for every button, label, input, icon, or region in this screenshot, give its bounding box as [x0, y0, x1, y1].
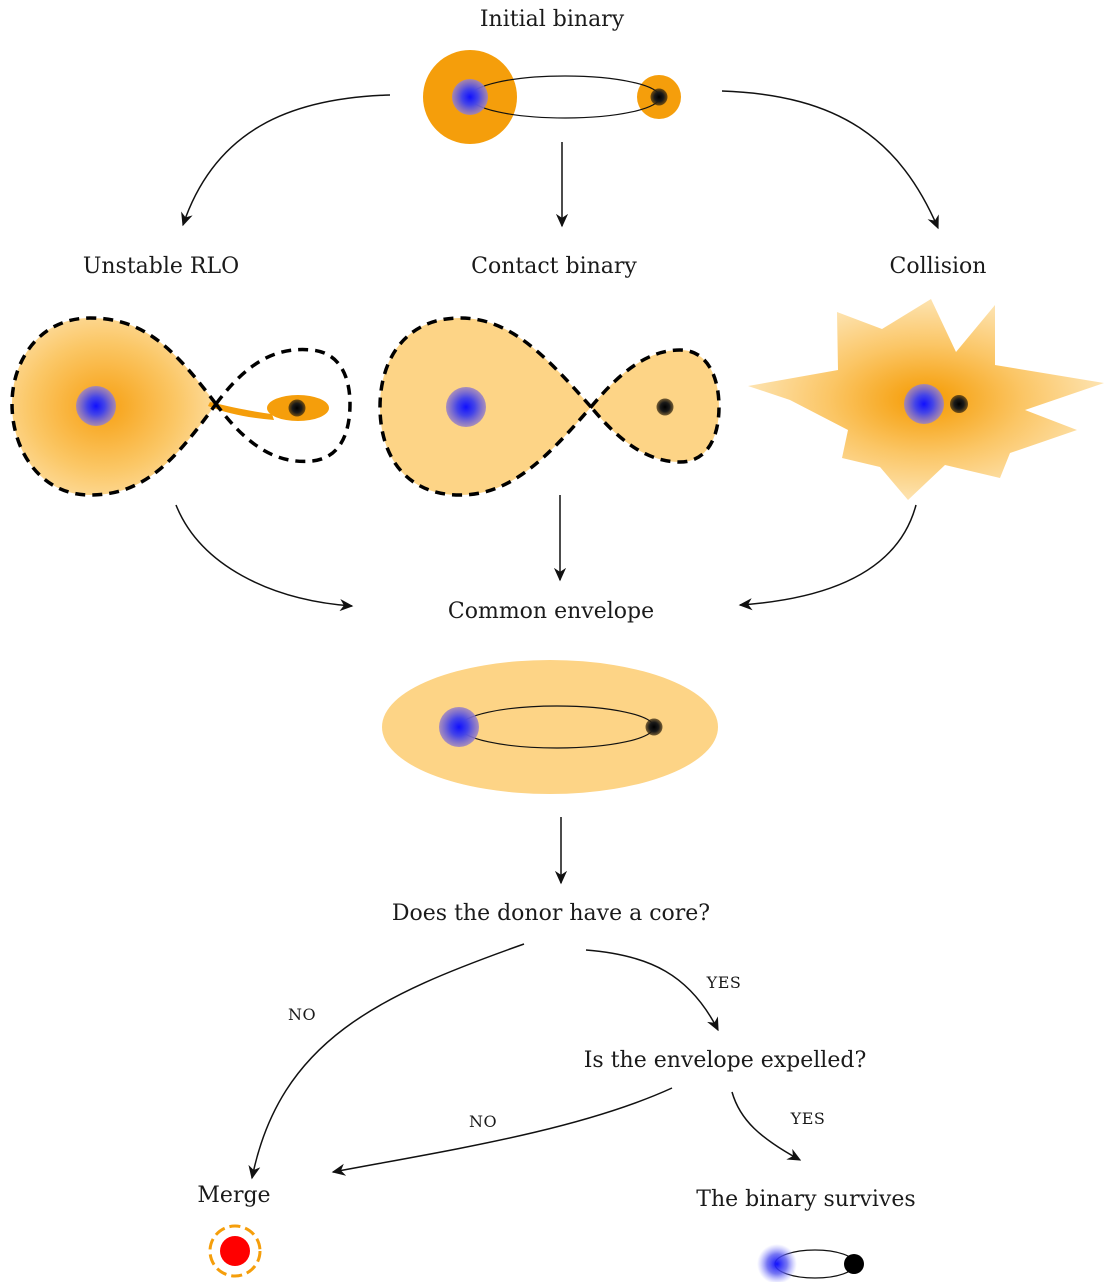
initial-binary-illustration — [423, 50, 681, 144]
initial-binary-label: Initial binary — [480, 7, 625, 32]
contact-binary-illustration — [380, 318, 719, 495]
companion-star — [950, 395, 968, 413]
arrow-not-expelled-to-merge — [333, 1088, 672, 1172]
arrow-yes-core-to-expelled-question — [586, 950, 718, 1030]
arrow-collision-to-common-envelope — [740, 505, 916, 605]
arrow-to-collision — [722, 91, 938, 228]
donor-core-star — [76, 386, 116, 426]
companion-star — [646, 719, 663, 736]
collision-label: Collision — [890, 254, 987, 279]
common-envelope-label: Common envelope — [448, 599, 654, 624]
companion-star — [651, 89, 668, 106]
donor-core-star — [439, 707, 479, 747]
envelope-expelled-question: Is the envelope expelled? — [584, 1048, 867, 1073]
merger-product-illustration — [210, 1226, 260, 1276]
donor-core-question: Does the donor have a core? — [392, 901, 710, 926]
binary-survives-label: The binary survives — [696, 1187, 915, 1212]
companion-star — [657, 399, 674, 416]
unstable-rlo-illustration — [12, 318, 350, 495]
donor-core-star — [904, 384, 944, 424]
edge-no-expelled-label: NO — [469, 1112, 497, 1131]
unstable-rlo-label: Unstable RLO — [83, 254, 239, 279]
collision-illustration — [748, 299, 1104, 500]
arrow-rlo-to-common-envelope — [176, 505, 352, 606]
donor-core-star — [446, 387, 486, 427]
companion-star — [844, 1254, 864, 1274]
arrow-to-unstable-rlo — [183, 95, 390, 225]
merged-star — [220, 1236, 250, 1266]
contact-binary-label: Contact binary — [471, 254, 637, 279]
donor-core-star — [452, 79, 488, 115]
common-envelope-illustration — [382, 660, 718, 794]
companion-star — [289, 400, 306, 417]
edge-no-core-label: NO — [288, 1005, 316, 1024]
merge-label: Merge — [197, 1183, 270, 1208]
edge-yes-expelled-label: YES — [790, 1109, 826, 1128]
shared-envelope — [382, 660, 718, 794]
edge-yes-core-label: YES — [706, 973, 742, 992]
surviving-binary-illustration — [757, 1244, 864, 1282]
donor-core-star — [757, 1244, 797, 1282]
